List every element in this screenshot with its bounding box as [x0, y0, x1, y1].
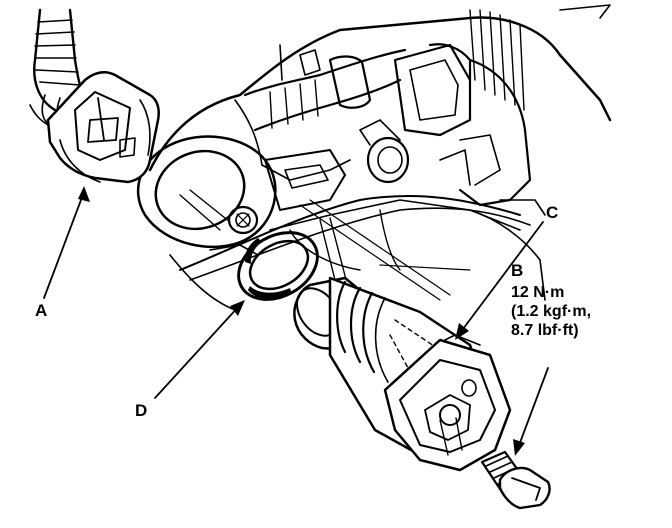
mounting-bore	[136, 135, 277, 249]
arrowhead-c	[455, 323, 469, 340]
arrowhead-d	[230, 300, 245, 316]
torque-nm: 12 N·m	[511, 284, 565, 301]
callout-c: C	[546, 203, 559, 222]
torque-lbfft: 8.7 lbf·ft)	[511, 322, 579, 339]
solenoid-valve-c	[293, 276, 512, 472]
bolt-b	[480, 450, 551, 510]
callout-d: D	[135, 401, 148, 420]
connector-a	[29, 8, 160, 184]
callout-a: A	[35, 301, 48, 320]
o-ring-d	[237, 231, 319, 301]
callout-b: B	[511, 261, 524, 280]
torque-spec-block: 12 N·m (1.2 kgf·m, 8.7 lbf·ft)	[511, 283, 591, 340]
leader-lines	[43, 186, 549, 456]
arrowhead-b	[513, 439, 525, 456]
torque-kgfm: (1.2 kgf·m,	[511, 303, 592, 320]
arrowhead-a	[78, 186, 90, 202]
engine-housing	[148, 4, 612, 311]
